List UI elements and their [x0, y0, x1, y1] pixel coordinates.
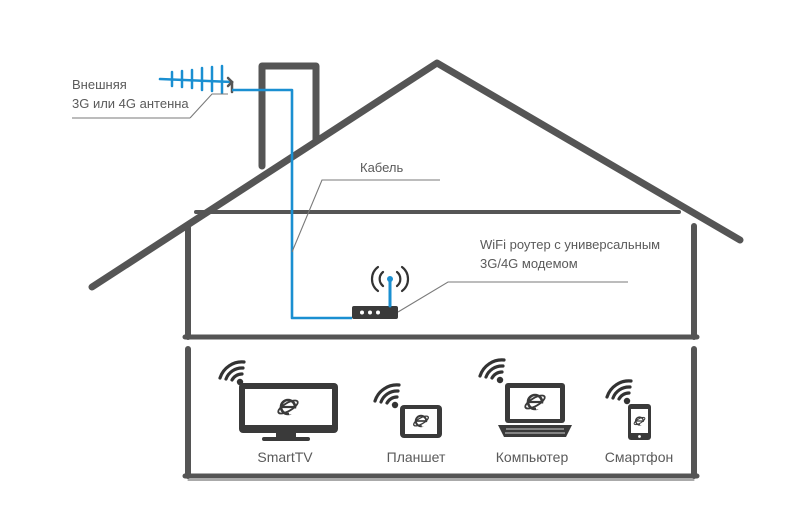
router-label-line1: WiFi роутер с универсальным — [480, 237, 660, 252]
wifi-icon — [478, 358, 506, 385]
device-tablet: Планшет — [373, 383, 446, 465]
wifi-icon — [605, 379, 633, 406]
smartphone-icon — [628, 404, 651, 440]
device-phone: Смартфон — [605, 379, 673, 465]
cable-callout-line — [291, 179, 440, 253]
router-label-line2: 3G/4G модемом — [480, 256, 578, 271]
antenna-callout-line — [189, 93, 228, 119]
callout-lines — [72, 93, 628, 313]
antenna-icon — [158, 64, 234, 95]
device-label-tablet: Планшет — [387, 449, 446, 465]
antenna-label-line2: 3G или 4G антенна — [72, 96, 189, 111]
antenna-mast — [226, 76, 234, 94]
device-laptop: Компьютер — [478, 358, 572, 465]
device-smarttv: SmartTV — [218, 360, 338, 465]
antenna-label-line1: Внешняя — [72, 77, 127, 92]
tv-icon — [239, 383, 338, 441]
router-callout-line — [397, 281, 628, 313]
tablet-icon — [400, 405, 442, 438]
cable-label: Кабель — [360, 160, 403, 175]
device-label-smarttv: SmartTV — [257, 449, 313, 465]
wifi-icon — [373, 383, 401, 410]
wifi-icon — [218, 360, 246, 387]
device-label-laptop: Компьютер — [496, 449, 569, 465]
device-label-phone: Смартфон — [605, 449, 673, 465]
chimney — [258, 62, 320, 170]
laptop-icon — [498, 383, 572, 437]
cable-line — [232, 88, 352, 320]
house-outline — [88, 59, 744, 481]
router-icon — [352, 265, 410, 319]
